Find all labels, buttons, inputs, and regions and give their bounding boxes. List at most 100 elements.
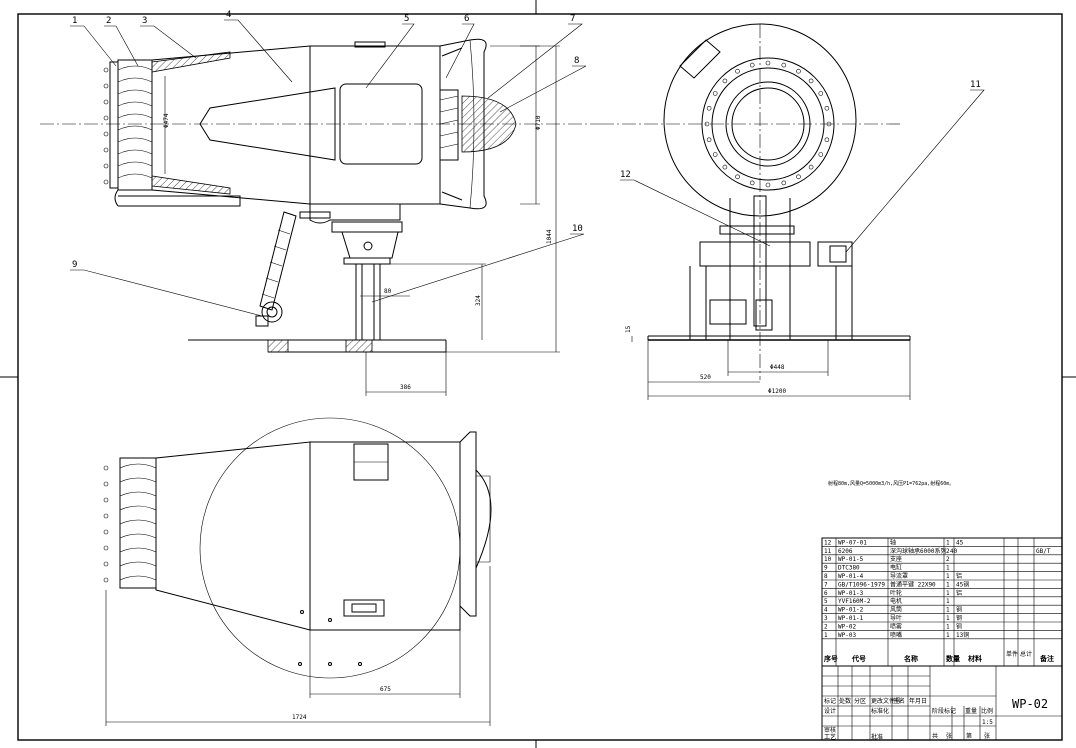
dim-386: 386 (400, 384, 411, 391)
tb-label-weight: 重量 (965, 707, 977, 715)
parts-cell-qty: 2 (946, 548, 950, 555)
balloon-2: 2 (106, 16, 111, 26)
bolt-hole (706, 137, 712, 143)
parts-cell-no: 4 (824, 607, 828, 614)
header-unit-weight: 单件 (1006, 650, 1018, 658)
bolt-hole (765, 60, 771, 66)
end-view-dimensions: 15 520 Φ448 Φ1200 (625, 325, 911, 400)
parts-cell-qty: 1 (946, 573, 950, 580)
top-view: 675 1724 (103, 417, 492, 726)
balloon-10: 10 (572, 224, 583, 234)
header-no: 序号 (823, 654, 838, 663)
parts-cell-no: 8 (824, 573, 828, 580)
duct-body: Φ474 (151, 41, 441, 205)
header-total-weight: 总计 (1020, 650, 1032, 658)
bolt-hole (735, 68, 740, 74)
bolt-hole (706, 105, 712, 111)
parts-cell-name: 喷嘴 (890, 631, 902, 639)
parts-cell-code: WP-01-4 (838, 573, 864, 580)
parts-cell-name: 导流罩 (890, 572, 908, 580)
electric-cylinder (255, 211, 297, 327)
parts-cell-no: 2 (824, 623, 828, 630)
dim-675: 675 (380, 686, 391, 693)
tb-label-stage: 阶段标记 (932, 707, 956, 715)
balloon-6: 6 (464, 14, 469, 24)
parts-cell-qty: 1 (946, 615, 950, 622)
parts-cell-name: 普通平键 22X90 (890, 580, 936, 588)
dim-324: 324 (475, 295, 482, 306)
bolt-hole (796, 174, 801, 180)
dim-520: 520 (700, 374, 711, 381)
parts-cell-name: 电缸 (890, 564, 902, 572)
tb-label-no: 第 (966, 732, 972, 740)
impeller (439, 47, 463, 201)
bolt-hole (712, 91, 718, 96)
balloon-11: 11 (970, 80, 981, 90)
parts-cell-name: 深沟球轴承6000系列 40 (890, 547, 958, 555)
nozzle-tips (103, 67, 109, 185)
parts-cell-name: 电机 (890, 597, 902, 605)
title-block: 标记 处数 分区 更改文件号 签名 年月日 设计 标准化 审核 工艺 批准 阶段… (821, 665, 1063, 741)
parts-cell-remark: GB/T (1036, 548, 1051, 555)
parts-cell-material: 45 (956, 539, 964, 546)
parts-cell-name: 喷雾 (890, 622, 902, 630)
header-remark: 备注 (1039, 654, 1054, 663)
balloon-12: 12 (620, 170, 631, 180)
parts-cell-name: 轴 (890, 538, 896, 546)
dim-1044: 1044 (546, 229, 553, 244)
parts-header: 序号 代号 名称 数量 材料 单件 总计 备注 (823, 650, 1054, 663)
tb-label-review: 审核 (824, 726, 836, 734)
tb-label-approve: 批准 (871, 733, 883, 741)
tb-label-standard: 标准化 (871, 707, 889, 715)
parts-cell-code: WP-07-01 (838, 539, 867, 546)
parts-cell-no: 6 (824, 590, 828, 597)
parts-cell-code: WP-01-5 (838, 556, 864, 563)
nose-cone (461, 95, 517, 153)
bolt-hole (826, 121, 832, 127)
parts-cell-code: WP-02 (838, 623, 856, 630)
parts-cell-qty: 1 (946, 581, 950, 588)
bolt-hole (818, 152, 824, 157)
balloon-7: 7 (570, 14, 575, 24)
parts-cell-name: 导叶 (890, 614, 902, 622)
dim-474: Φ474 (163, 113, 170, 128)
parts-cell-no: 12 (824, 539, 832, 546)
end-view: 15 520 Φ448 Φ1200 12 11 (600, 23, 985, 400)
parts-cell-no: 7 (824, 581, 828, 588)
parts-cell-material: 铜 (956, 622, 962, 630)
bolt-hole (808, 78, 814, 84)
parts-cell-qty: 1 (946, 539, 950, 546)
parts-cell-qty: 1 (946, 632, 950, 639)
bolt-hole (796, 68, 801, 74)
parts-cell-code: WP-01-3 (838, 590, 864, 597)
dim-710: Φ710 (535, 115, 542, 130)
outer-bell-circle (663, 23, 857, 217)
tb-label-count: 处数 (839, 697, 851, 705)
parts-cell-no: 5 (824, 598, 828, 605)
balloon-4: 4 (226, 10, 231, 20)
balloon-3: 3 (142, 16, 147, 26)
parts-cell-no: 3 (824, 615, 828, 622)
bolt-hole (749, 62, 755, 68)
tb-label-signature: 签名 (893, 697, 905, 705)
bolt-ring (704, 60, 832, 188)
parts-cell-material: 铝 (956, 572, 962, 580)
tb-label-scale: 比例 (981, 707, 993, 715)
tb-label-zone: 分区 (854, 697, 866, 705)
tb-label-total: 共 (932, 732, 938, 740)
top-nozzle-ring (119, 457, 157, 589)
parts-cell-qty: 1 (946, 565, 950, 572)
bolt-hole (704, 121, 710, 127)
bolt-hole (735, 174, 740, 180)
parts-cell-code: DTC380 (838, 565, 860, 572)
header-qty: 数量 (946, 654, 960, 663)
end-view-frame (647, 195, 911, 341)
parts-cell-name: 叶轮 (890, 589, 902, 597)
bolt-hole (722, 78, 728, 84)
front-view: Φ474 (40, 10, 600, 396)
end-view-leaders (620, 89, 985, 253)
lower-support (114, 189, 403, 340)
dim-15: 15 (625, 325, 632, 333)
